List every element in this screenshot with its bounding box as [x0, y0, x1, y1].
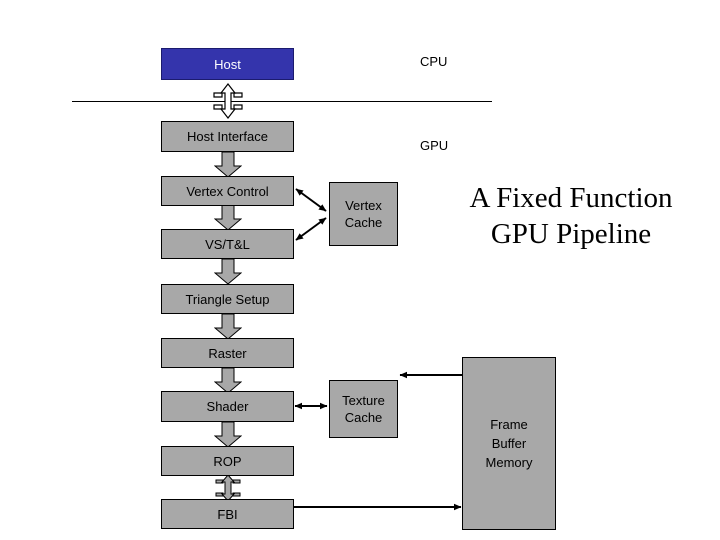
diagram-title-line-2: GPU Pipeline [490, 218, 652, 250]
diagram-title-line-1: A Fixed Function [469, 182, 673, 214]
connector-raster-to-shader [214, 368, 242, 394]
arrow-vs-tl-vertex-cache [295, 217, 327, 241]
block-vertex-control[interactable]: Vertex Control [161, 176, 294, 206]
block-shader[interactable]: Shader [161, 391, 294, 422]
connector-vs-tl-to-triangle-setup [214, 259, 242, 285]
frame-buffer-memory-line-3: Memory [485, 455, 533, 470]
cpu-label: CPU [420, 54, 448, 69]
gpu-label: GPU [420, 138, 449, 153]
texture-cache-line-2: Cache [344, 410, 383, 425]
arrow-vertex-control-vertex-cache [295, 188, 327, 212]
frame-buffer-memory-line-2: Buffer [491, 436, 527, 451]
vertex-cache-line-2: Cache [344, 215, 383, 230]
connector-triangle-setup-to-raster [214, 314, 242, 340]
block-rop[interactable]: ROP [161, 446, 294, 476]
block-texture-cache[interactable]: Texture Cache [329, 380, 398, 438]
diagram-title: A Fixed Function GPU Pipeline [441, 180, 701, 252]
connector-rop-to-fbi [215, 474, 241, 502]
texture-cache-line-1: Texture [342, 393, 385, 408]
frame-buffer-memory-line-1: Frame [490, 417, 528, 432]
block-vs-tl[interactable]: VS/T&L [161, 229, 294, 259]
block-triangle-setup[interactable]: Triangle Setup [161, 284, 294, 314]
connector-host-interface-to-vertex-control [214, 152, 242, 178]
block-fbi[interactable]: FBI [161, 499, 294, 529]
connector-vertex-control-to-vs-tl [214, 205, 242, 231]
connector-shader-to-rop [214, 422, 242, 448]
block-vertex-cache[interactable]: Vertex Cache [329, 182, 398, 246]
cpu-gpu-divider [72, 101, 492, 102]
block-host-interface[interactable]: Host Interface [161, 121, 294, 152]
block-raster[interactable]: Raster [161, 338, 294, 368]
block-frame-buffer-memory[interactable]: Frame Buffer Memory [462, 357, 556, 530]
vertex-cache-line-1: Vertex [345, 198, 382, 213]
block-host[interactable]: Host [161, 48, 294, 80]
connector-host-to-host-interface [213, 83, 243, 119]
